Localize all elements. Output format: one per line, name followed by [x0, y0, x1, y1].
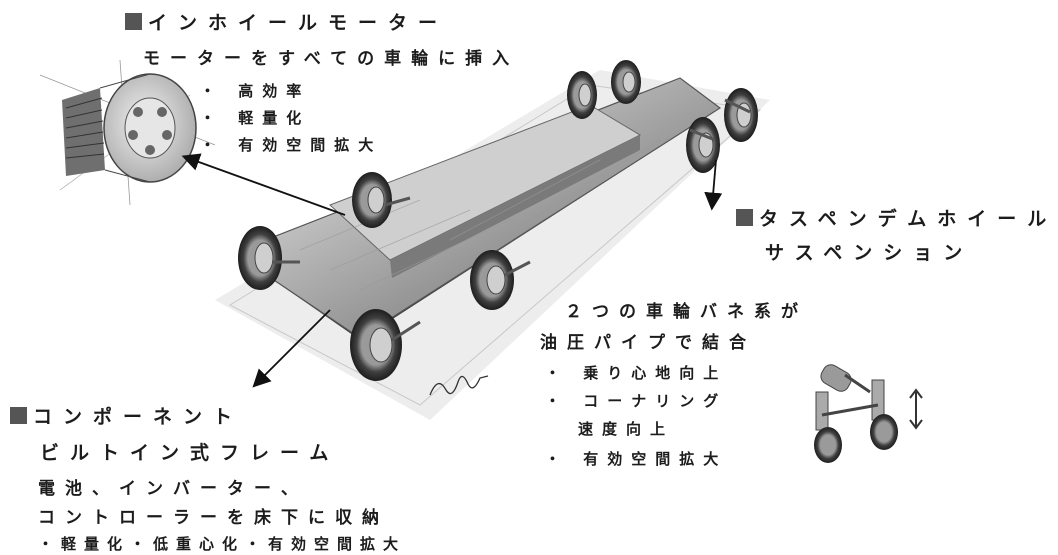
wheels [238, 60, 758, 381]
wheel-mid-upper [352, 172, 392, 228]
frame-desc-line1: 電池、インバーター、 [38, 479, 308, 499]
inwheel-title: インホイールモーター [125, 8, 448, 35]
wheel-rear-lower-2 [724, 88, 758, 142]
wheel-front-left [238, 226, 282, 290]
bullet-square-icon [125, 13, 142, 30]
bullet-square-icon [736, 209, 753, 226]
tandem-desc-line2: 油圧パイプで結合 [540, 333, 756, 353]
tandem-bullet: 速度向上 [578, 420, 675, 438]
bullet-square-icon [10, 407, 27, 424]
tandem-title: タスペンデムホイール [736, 204, 1057, 231]
wheel-rear-upper-2 [611, 60, 641, 104]
frame-bullets: ・軽量化・低重心化・有効空間拡大 [38, 535, 407, 553]
tandem-title-line2: サスペンション [765, 242, 974, 264]
chassis-frame [238, 77, 722, 340]
artist-signature [429, 375, 489, 396]
tandem-bullet: ・ 有効空間拡大 [545, 450, 728, 468]
wheel-front-left-2 [350, 309, 402, 381]
tandem-suspension-illustration [814, 364, 923, 463]
inwheel-title-text: インホイールモーター [148, 12, 449, 34]
frame-desc-line2: コントローラーを床下に収納 [38, 508, 389, 528]
suspension-arms [272, 98, 751, 342]
frame-title: コンポーネント [10, 402, 243, 429]
frame-title-text: コンポーネント [33, 406, 244, 428]
tandem-title-text: タスペンデムホイール [759, 208, 1058, 230]
wheel-mid-lower [470, 250, 514, 310]
tandem-bullet: ・ コーナリング [545, 392, 728, 410]
inwheel-bullet: ・ 軽量化 [200, 109, 311, 127]
inwheel-motor-illustration [39, 59, 216, 206]
tandem-bullet: ・ 乗り心地向上 [545, 364, 728, 382]
wheel-rear-upper-1 [567, 71, 597, 119]
inwheel-subtitle: モーターをすべての車輪に挿入 [143, 49, 520, 69]
tandem-desc-line1: ２つの車輪バネ系が [565, 302, 808, 322]
frame-title-line2: ビルトイン式フレーム [40, 442, 340, 464]
callout-arrows [181, 153, 723, 388]
inwheel-bullet: ・ 有効空間拡大 [200, 136, 383, 154]
inwheel-bullet: ・ 高効率 [200, 82, 311, 100]
